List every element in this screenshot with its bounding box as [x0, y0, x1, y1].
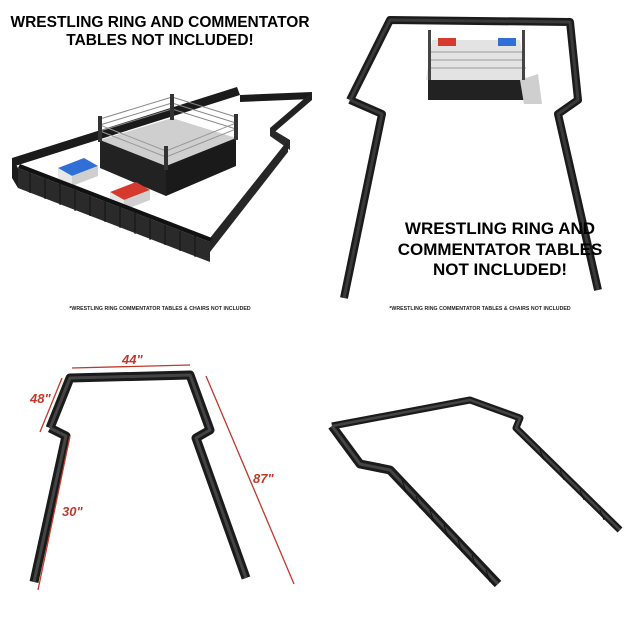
barrier-front — [12, 158, 212, 262]
headline-line-2: TABLES NOT INCLUDED! — [66, 32, 254, 50]
product-dimensions-diagram: 44" 48" 30" 87" — [0, 320, 320, 640]
dimension-length-label: 87" — [253, 471, 274, 486]
barrier-angle-scene — [328, 396, 623, 588]
barrier-right — [210, 92, 312, 252]
headline-line-1: WRESTLING RING AND COMMENTATOR — [10, 14, 310, 31]
product-photo-ring-barrier-with-ring: WRESTLING RING AND COMMENTATOR TABLES NO… — [0, 0, 320, 320]
barrier-dimensions-scene: 44" 48" 30" 87" — [29, 352, 295, 591]
disclaimer-footnote: *WRESTLING RING COMMENTATOR TABLES & CHA… — [389, 306, 571, 312]
headline-line-3: NOT INCLUDED! — [432, 260, 568, 280]
ring-barrier-scene — [12, 87, 312, 262]
dimension-lines — [37, 364, 295, 591]
not-included-headline: WRESTLING RING AND COMMENTATOR TABLES NO… — [10, 14, 310, 51]
product-photo-barrier-angle-view — [320, 320, 640, 640]
wrestling-ring-top — [426, 30, 542, 104]
not-included-headline-large: WRESTLING RING AND COMMENTATOR TABLES NO… — [370, 219, 630, 281]
barrier-outline — [328, 396, 623, 588]
product-photo-ring-barrier-top-view: WRESTLING RING AND COMMENTATOR TABLES NO… — [320, 0, 640, 320]
wrestling-ring — [98, 94, 238, 196]
headline-line-2: COMMENTATOR TABLES — [397, 239, 603, 259]
commentator-table-blue — [58, 158, 98, 186]
headline-line-1: WRESTLING RING AND — [404, 219, 596, 238]
barrier-slats — [401, 449, 605, 583]
barrier-outline — [340, 16, 602, 299]
dimension-side-label: 30" — [62, 504, 83, 519]
disclaimer-footnote: *WRESTLING RING COMMENTATOR TABLES & CHA… — [69, 306, 251, 312]
dimension-corner-label: 48" — [29, 391, 51, 406]
barrier-outline — [29, 370, 251, 583]
ring-barrier-top-scene — [340, 16, 602, 299]
dimension-width-label: 44" — [121, 352, 143, 367]
